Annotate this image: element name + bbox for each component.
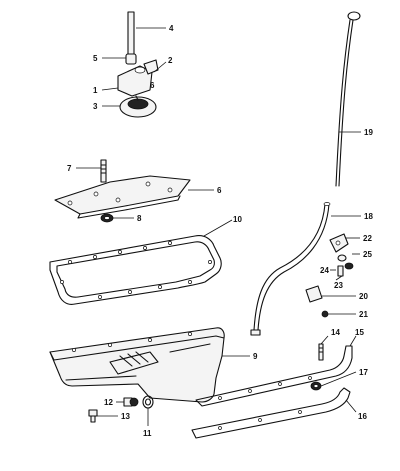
callout-2: 2 — [168, 56, 173, 65]
callout-10: 10 — [233, 215, 242, 224]
callout-6-pump: 6 — [150, 81, 155, 90]
pan-nut — [310, 381, 322, 391]
callout-7: 7 — [67, 164, 72, 173]
callout-21: 21 — [359, 310, 368, 319]
callout-1: 1 — [93, 86, 98, 95]
callout-3: 3 — [93, 102, 98, 111]
bracket-nut — [344, 262, 354, 270]
pan-side-rail-gasket-lower — [191, 387, 351, 439]
callout-8: 8 — [137, 214, 142, 223]
nut — [100, 213, 114, 223]
callout-5: 5 — [93, 54, 98, 63]
callout-12: 12 — [104, 398, 113, 407]
callout-19: 19 — [364, 128, 373, 137]
shaft-coupling — [125, 53, 137, 65]
callout-16: 16 — [358, 412, 367, 421]
drain-bolt — [88, 409, 98, 423]
callout-24: 24 — [320, 266, 329, 275]
drain-plug — [123, 397, 139, 407]
tube-bracket — [329, 233, 349, 253]
callout-4: 4 — [169, 24, 174, 33]
callout-14: 14 — [331, 328, 340, 337]
pan-side-rail-gasket-upper — [195, 345, 353, 407]
callout-15: 15 — [355, 328, 364, 337]
callout-25: 25 — [363, 250, 372, 259]
oil-pan — [49, 327, 225, 403]
callout-6: 6 — [217, 186, 222, 195]
callout-13: 13 — [121, 412, 130, 421]
pump-drive-shaft — [127, 11, 135, 55]
callout-11: 11 — [143, 429, 152, 438]
oil-pan-gasket — [49, 235, 222, 305]
callout-18: 18 — [364, 212, 373, 221]
clip-screw — [321, 310, 329, 318]
leader-lines — [76, 27, 361, 426]
stud — [100, 159, 107, 183]
callout-23: 23 — [334, 281, 343, 290]
callout-20: 20 — [359, 292, 368, 301]
tube-clip — [305, 285, 323, 303]
oil-pump-body — [117, 65, 153, 97]
windage-tray — [54, 175, 191, 219]
pan-stud — [318, 343, 324, 361]
oil-pump-assembly — [117, 11, 159, 118]
callout-9: 9 — [253, 352, 258, 361]
callout-22: 22 — [363, 234, 372, 243]
bracket-bolt — [337, 265, 344, 277]
relief-valve — [143, 59, 159, 75]
drain-washer — [142, 395, 154, 409]
callout-17: 17 — [359, 368, 368, 377]
dipstick — [335, 11, 361, 187]
callout-labels: 4 5 2 6 1 3 7 6 8 10 19 18 22 25 24 23 2… — [67, 24, 373, 438]
bracket-washer — [337, 254, 347, 262]
dipstick-tube — [250, 202, 331, 336]
